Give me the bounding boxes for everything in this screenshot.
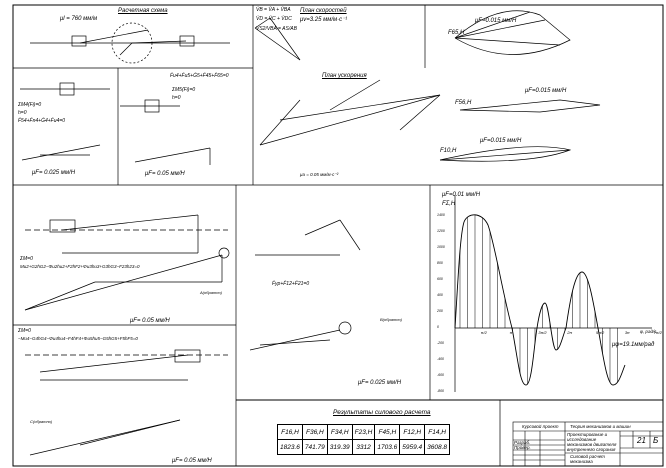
title-block-letter: Б bbox=[653, 436, 659, 445]
velocity-eq-3: VS2/VBA = AS/AB bbox=[256, 26, 297, 32]
graph-ytick-label: 600 bbox=[437, 277, 443, 281]
scheme-title: Расчетная схема bbox=[118, 8, 168, 14]
graph-xtick-label: π/2 bbox=[480, 330, 487, 335]
polygon-56-label: F56,H bbox=[455, 100, 472, 106]
results-title: Результаты силового расчета bbox=[333, 409, 431, 416]
graph-ytick-label: -400 bbox=[437, 357, 445, 361]
group-45-label-c: C(обратно) bbox=[30, 419, 53, 424]
title-block-role: Провер. bbox=[514, 445, 531, 450]
group-left-eq-1: ΣM4(Fi)=0 bbox=[18, 102, 42, 108]
velocity-eq-2: V̄D = V̄C + V̄DC bbox=[256, 16, 292, 22]
scheme-scale: μl = 760 мм/м bbox=[60, 16, 98, 22]
graph-xlabel: φ, рад/с bbox=[640, 329, 657, 334]
polygon-65-scale: μF=0.015 мм/Н bbox=[475, 18, 517, 24]
group-23-eq-2: Mи2+G2hG2−Φи2hи2+F2hF2+Φи3hи3+G3hG3−F23h… bbox=[20, 264, 140, 269]
group-mid-eq-3: h=0 bbox=[172, 95, 181, 101]
group-left-eq-3: F̄54+F̄n4+Ḡ4+F̄и4=0 bbox=[18, 118, 65, 124]
crank-eq: F̄ур+F̄12+F̄21=0 bbox=[272, 281, 310, 287]
graph-xtick-label: π bbox=[509, 330, 513, 335]
graph-ytick-label: 1400 bbox=[437, 213, 445, 217]
graph-ytick-label: -200 bbox=[437, 341, 445, 345]
force-polygon-56 bbox=[459, 99, 601, 113]
velocity-plan-title: План скоростей bbox=[300, 8, 347, 14]
title-block-role: Разраб. bbox=[514, 440, 531, 445]
title-block-topic: Проектирование и исследование механизмов… bbox=[567, 432, 617, 452]
polygon-65-label: F65,H bbox=[448, 30, 465, 36]
force-polygon-65 bbox=[454, 10, 571, 55]
polygon-10-scale: μF=0.015 мм/Н bbox=[480, 138, 522, 144]
value-cell: 3608.8 bbox=[424, 439, 451, 455]
graph-ytick-label: 800 bbox=[437, 261, 443, 265]
group-mid-diagram bbox=[120, 99, 211, 165]
crank-label-b: B(обратно) bbox=[380, 317, 403, 322]
results-value-row: 1823.6 741.79 319.39 3312 1703.6 5959.4 … bbox=[277, 439, 451, 455]
velocity-plan bbox=[254, 17, 301, 61]
sheet-frame bbox=[12, 4, 664, 467]
crank-diagram bbox=[249, 219, 361, 351]
group-45-eq-2: −Mи4−G4hG4−Φи4hи4−F4hF4+Φи5hи5−G5hG5+F5h… bbox=[18, 336, 138, 341]
graph-ytick-label: 1000 bbox=[437, 245, 445, 249]
graph-xtick-label: 3π/2 bbox=[538, 330, 547, 335]
title-block-number: 21 bbox=[637, 436, 646, 445]
graph-xtick-label: 2π bbox=[567, 330, 573, 335]
group-45-scale: μF= 0.05 мм/Н bbox=[172, 458, 212, 464]
group-45-eq-1: ΣM=0 bbox=[18, 328, 31, 334]
graph-ytick-label: 200 bbox=[437, 309, 443, 313]
force-polygon-10 bbox=[439, 146, 572, 162]
group-23-label-a: A(обратно) bbox=[200, 290, 223, 295]
graph-ytick-label: 400 bbox=[437, 293, 443, 297]
graph-scale: μF=0.01 мм/Н bbox=[442, 192, 481, 198]
graph-xtick-label: 7π/2 bbox=[653, 330, 662, 335]
polygon-56-scale: μF=0.015 мм/Н bbox=[525, 88, 567, 94]
group-mid-eq-1: F̄u4+F̄u5+Ḡ5+F̄45+F̄65=0 bbox=[170, 73, 229, 79]
group-23-scale: μF= 0.05 мм/Н bbox=[130, 318, 170, 324]
graph-curve bbox=[454, 214, 626, 386]
group-mid-eq-2: ΣM5(Fi)=0 bbox=[172, 87, 196, 93]
velocity-eq-1: V̄B = V̄A + V̄BA bbox=[256, 7, 291, 13]
graph-ylabel: FΣ,H bbox=[442, 201, 456, 207]
group-23-eq-1: ΣM=0 bbox=[20, 256, 33, 262]
acceleration-plan bbox=[259, 79, 441, 146]
group-left-eq-2: h=0 bbox=[18, 110, 27, 116]
accel-plan-scale: μa = 0.05 мм/м·c⁻² bbox=[300, 172, 339, 177]
graph-ytick-label: 0 bbox=[437, 325, 439, 329]
value-cell: 741.79 bbox=[301, 439, 328, 455]
polygon-10-label: F10,H bbox=[440, 148, 457, 154]
group-mid-scale: μF= 0.05 мм/Н bbox=[145, 171, 185, 177]
title-block-project: Курсовой проект bbox=[522, 424, 559, 429]
mechanism-scheme bbox=[30, 22, 230, 64]
group-45-diagram bbox=[25, 349, 228, 456]
graph-ytick-label: -800 bbox=[437, 389, 445, 393]
value-cell: 5959.4 bbox=[399, 439, 426, 455]
group-left-diagram bbox=[20, 82, 110, 161]
group-left-scale: μF= 0.025 мм/Н bbox=[32, 170, 76, 176]
title-block-subject: Теория механизмов и машин bbox=[570, 424, 631, 429]
crank-scale: μF= 0.025 мм/Н bbox=[358, 380, 402, 386]
value-cell: 319.39 bbox=[326, 439, 353, 455]
force-graph bbox=[454, 195, 652, 392]
graph-xscale: μφ=19.1мм/рад bbox=[612, 342, 655, 348]
graph-ytick-label: -600 bbox=[437, 373, 445, 377]
title-block-sheet-name: Силовой расчет механизма bbox=[570, 454, 605, 464]
graph-xtick-label: 5π/2 bbox=[596, 330, 605, 335]
graph-ytick-label: 1200 bbox=[437, 229, 445, 233]
accel-plan-title: План ускорения bbox=[322, 73, 367, 79]
velocity-plan-scale: μv=3.25 мм/м·c⁻¹ bbox=[300, 17, 348, 23]
results-table: F16,H F36,H F34,H F23,H F45,H F12,H F14,… bbox=[277, 424, 451, 455]
group-23-diagram bbox=[24, 214, 230, 311]
graph-xtick-label: 3π bbox=[624, 330, 630, 335]
